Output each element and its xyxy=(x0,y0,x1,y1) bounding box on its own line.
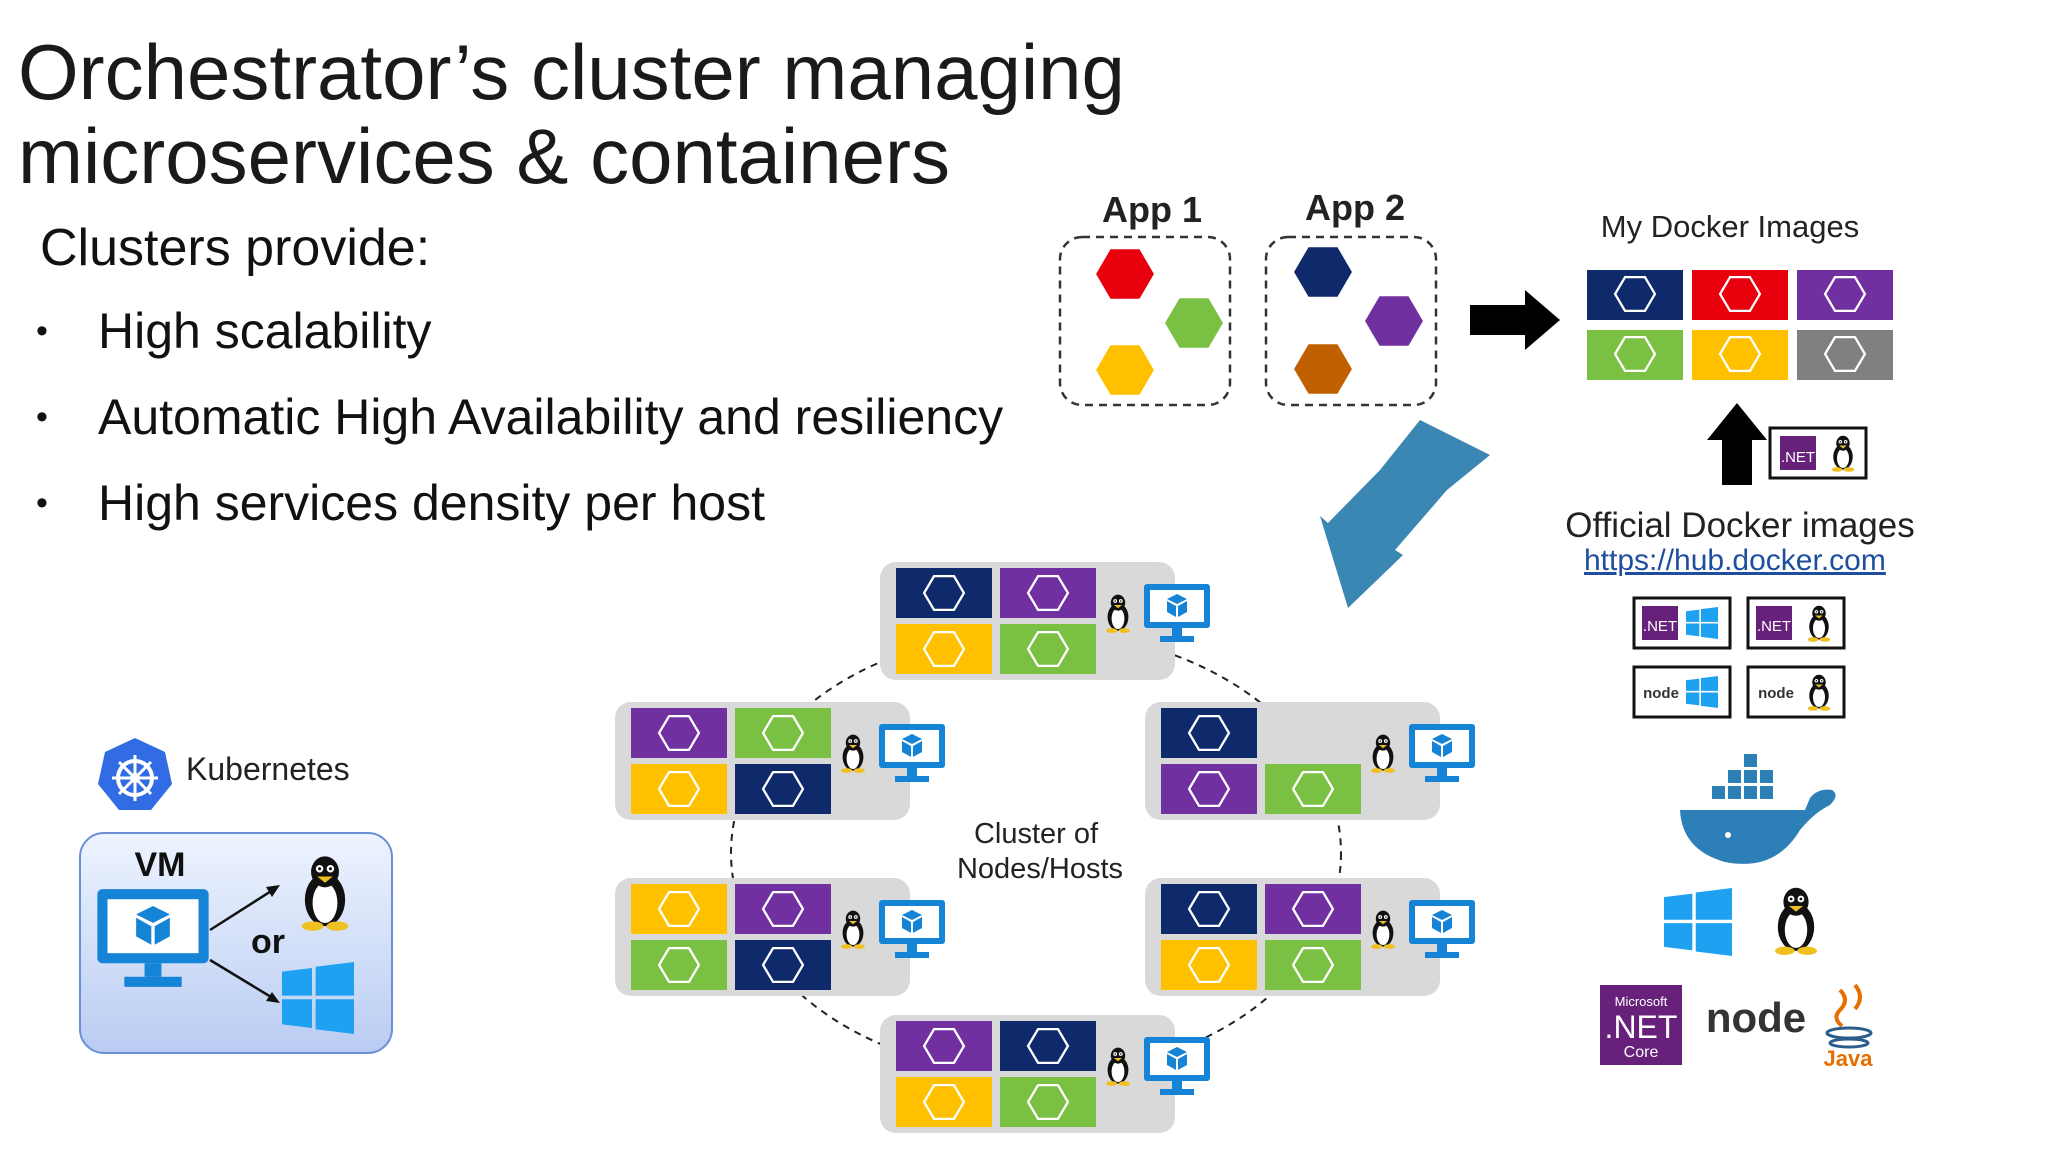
arrow-line xyxy=(209,886,277,932)
net-logo-text: .NET xyxy=(1643,618,1677,635)
arrow-head xyxy=(266,885,280,897)
cluster-node xyxy=(880,562,1210,680)
service-hex-red xyxy=(1096,249,1154,299)
kubernetes-label: Kubernetes xyxy=(186,751,350,787)
docker-whale-icon xyxy=(1680,754,1836,864)
svg-text:.NET: .NET xyxy=(1605,1009,1678,1045)
net-linux-image-tile: .NET xyxy=(1768,426,1868,480)
cluster-label: Cluster of xyxy=(974,818,1099,850)
cluster-node xyxy=(880,1015,1210,1133)
bullet-text: Automatic High Availability and resilien… xyxy=(98,389,1004,445)
arrow-up-icon xyxy=(1707,403,1767,485)
net-logo-text: .NET xyxy=(1781,449,1815,466)
app2-box xyxy=(1264,235,1438,407)
arrow-head xyxy=(266,992,280,1003)
cluster-label: Nodes/Hosts xyxy=(957,853,1123,885)
cluster-node xyxy=(615,878,945,996)
linux-icon xyxy=(1775,887,1817,955)
service-hex-orange xyxy=(1294,344,1352,394)
node-logo-text: node xyxy=(1758,685,1794,702)
net-logo-text: .NET xyxy=(1757,618,1791,635)
bullet-dot: • xyxy=(36,484,48,522)
windows-icon xyxy=(1664,888,1732,956)
arrow-line xyxy=(209,958,277,1002)
java-logo: Java xyxy=(1824,983,1874,1071)
bullet-text: High services density per host xyxy=(98,475,765,531)
my-docker-images-grid xyxy=(1587,270,1893,380)
bullet-dot: • xyxy=(36,312,48,350)
cluster-node xyxy=(1145,878,1475,996)
cluster-nodes xyxy=(615,562,1475,1133)
my-images-label: My Docker Images xyxy=(1601,209,1859,244)
deploy-arrow-icon xyxy=(1320,420,1490,608)
app1-label: App 1 xyxy=(1102,189,1202,230)
nodejs-logo: node xyxy=(1706,994,1806,1041)
intro-text: Clusters provide: xyxy=(40,219,431,277)
official-images-label: Official Docker images xyxy=(1565,506,1914,545)
svg-text:Core: Core xyxy=(1624,1044,1659,1061)
or-label: or xyxy=(251,923,285,961)
app1-box xyxy=(1058,235,1232,407)
official-image-tiles: .NET .NET node node xyxy=(1632,596,1846,719)
service-hex-green xyxy=(1165,298,1223,348)
svg-text:Microsoft: Microsoft xyxy=(1615,994,1668,1009)
vm-label: VM xyxy=(135,846,186,884)
cluster-node xyxy=(615,702,945,820)
bullet-dot: • xyxy=(36,398,48,436)
node-logo-text: node xyxy=(1643,685,1679,702)
bullet-text: High scalability xyxy=(98,303,432,359)
slide-title: Orchestrator’s cluster managing microser… xyxy=(18,28,1125,200)
net-core-logo: Microsoft .NET Core xyxy=(1600,985,1682,1065)
service-hex-yellow xyxy=(1096,345,1154,395)
cluster-node xyxy=(1145,702,1475,820)
arrow-right-icon xyxy=(1470,290,1560,350)
app2-label: App 2 xyxy=(1305,187,1405,228)
svg-text:Java: Java xyxy=(1824,1046,1874,1071)
service-hex-purple xyxy=(1365,296,1423,346)
kubernetes-logo xyxy=(98,738,172,810)
service-hex-navy xyxy=(1294,247,1352,297)
docker-hub-link[interactable]: https://hub.docker.com xyxy=(1584,544,1886,577)
